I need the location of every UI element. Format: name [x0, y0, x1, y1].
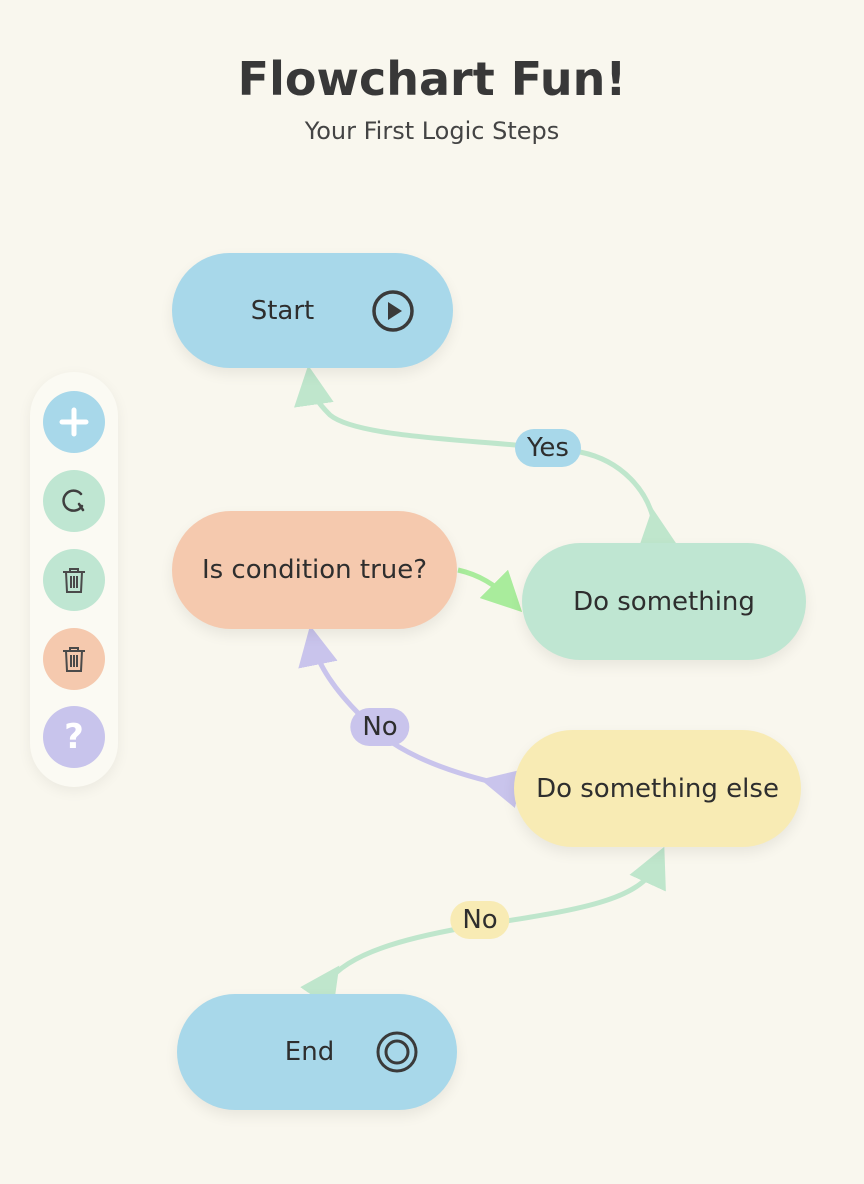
edge-condition-to-do [457, 567, 523, 613]
do-something-node[interactable]: Do something [522, 543, 806, 660]
do-something-label: Do something [573, 586, 755, 617]
edge-label-no: No [450, 901, 510, 939]
edge-no-1 [298, 625, 525, 809]
start-label: Start [250, 295, 315, 326]
edge-label-no: No [350, 708, 410, 746]
trash-icon [63, 568, 85, 593]
trash-icon [63, 647, 85, 672]
delete-button[interactable] [43, 549, 105, 611]
play-icon[interactable] [371, 289, 415, 333]
add-button[interactable] [43, 391, 105, 453]
toolbar: ? [30, 372, 118, 787]
condition-label: Is condition true? [201, 555, 428, 585]
page-title: Flowchart Fun! [237, 52, 627, 106]
end-node[interactable]: End [177, 994, 457, 1110]
plus-icon [59, 407, 89, 437]
edge-yes [294, 365, 678, 551]
edge-label-yes: Yes [515, 429, 581, 467]
stop-icon[interactable] [375, 1030, 419, 1074]
condition-node[interactable]: Is condition true? [172, 511, 457, 629]
page-subtitle: Your First Logic Steps [304, 117, 560, 145]
do-something-else-node[interactable]: Do something else [514, 730, 801, 847]
refresh-icon [62, 489, 85, 512]
start-node[interactable]: Start [172, 253, 453, 368]
question-icon: ? [64, 717, 84, 757]
delete-alt-button[interactable] [43, 628, 105, 690]
help-button[interactable]: ? [43, 706, 105, 768]
redo-button[interactable] [43, 470, 105, 532]
end-label: End [284, 1037, 335, 1067]
do-something-else-label: Do something else [536, 773, 779, 804]
